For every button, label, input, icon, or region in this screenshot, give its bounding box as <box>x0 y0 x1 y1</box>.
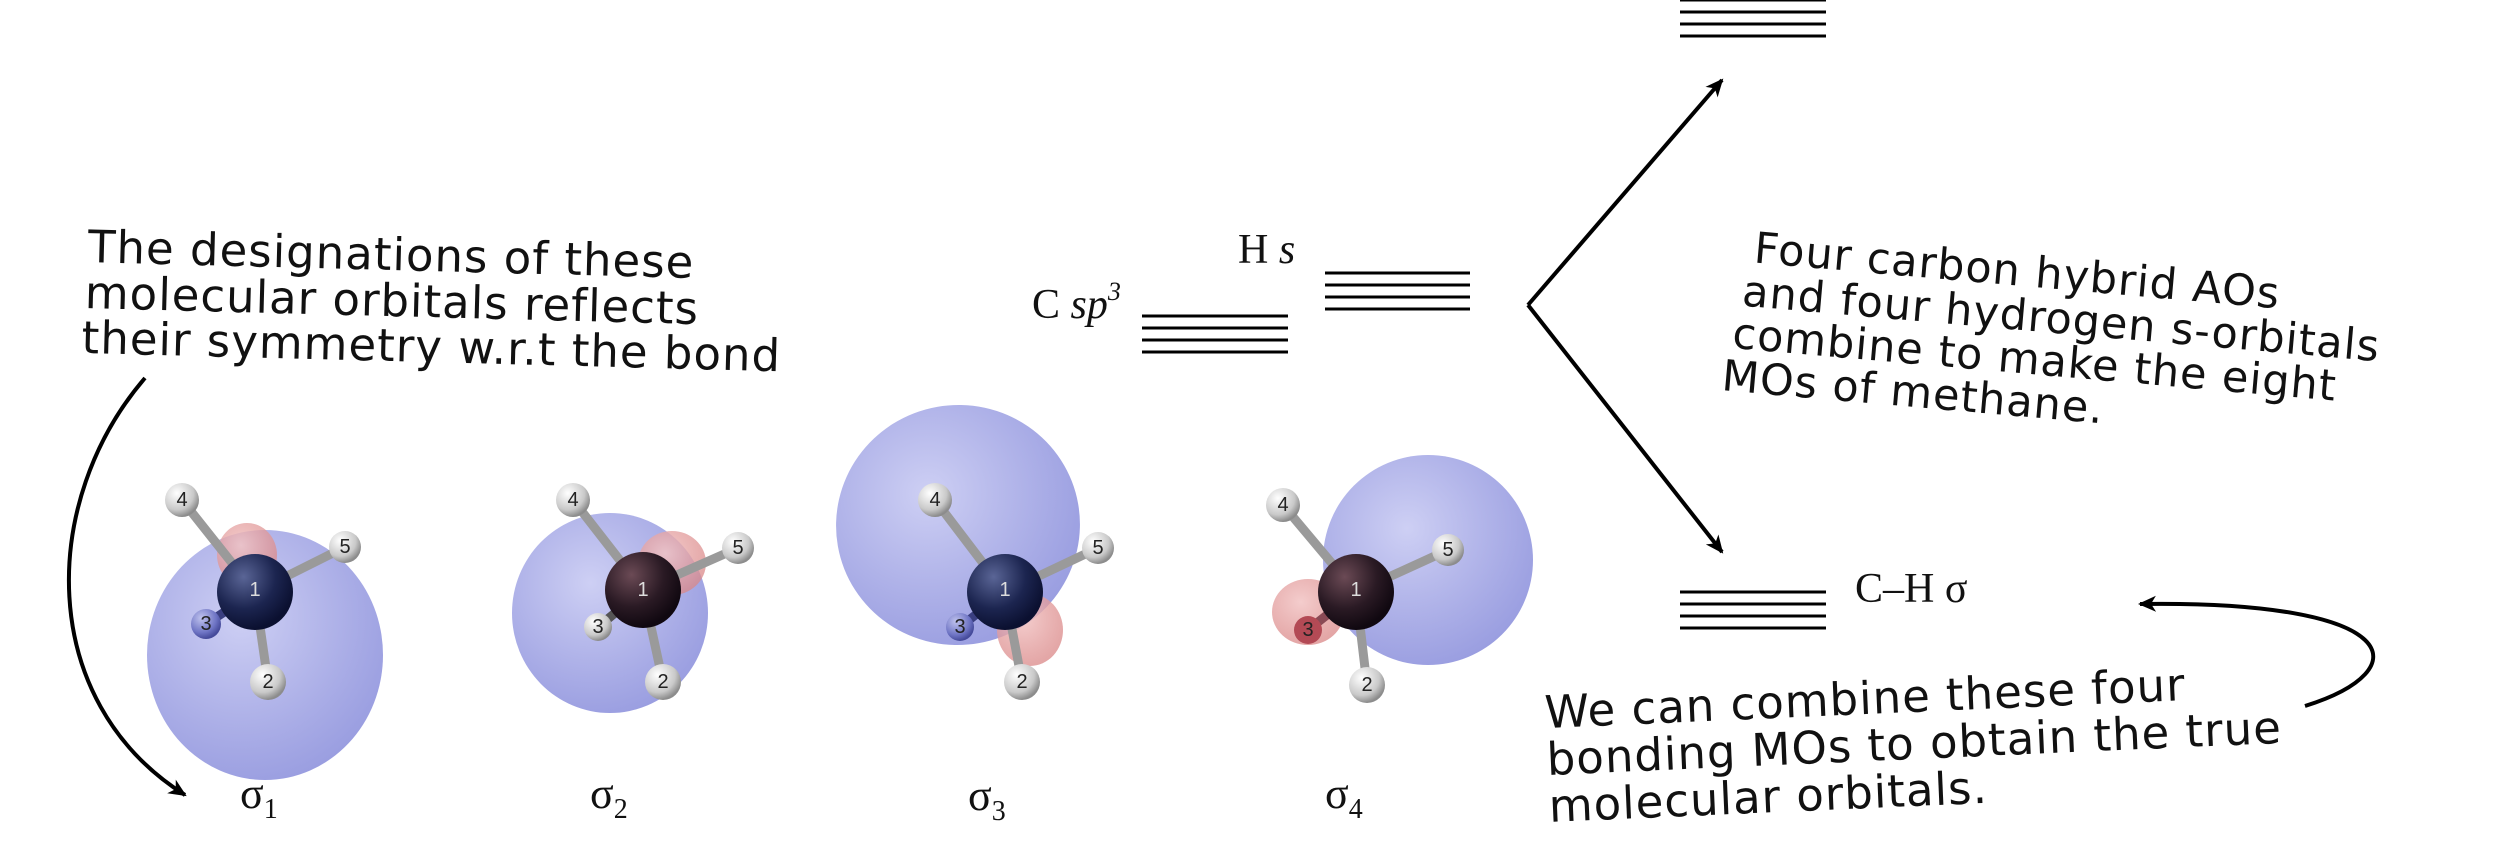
sigma3-c-label: 1 <box>999 579 1010 601</box>
sigma1-h5-label: 5 <box>339 536 350 558</box>
orbital-sigma3: 4 5 3 1 2 <box>836 404 1114 700</box>
sigma4-h2-label: 2 <box>1361 674 1372 696</box>
note-combine-mos: We can combine these four bonding MOs to… <box>1544 658 2283 833</box>
level-antibonding <box>1680 0 1826 38</box>
label-ch-sigma: C–H σ <box>1855 566 1968 612</box>
orbital-sigma1: 4 5 3 1 2 <box>147 483 383 780</box>
sigma1-label: σ1 <box>240 769 278 825</box>
arrow-down-bonding <box>1526 303 1724 554</box>
sigma3-hydrogen-3 <box>946 613 974 641</box>
sigma1-hydrogen-3 <box>191 609 221 639</box>
level-h-s <box>1325 271 1470 311</box>
orbital-sigma4: 4 5 3 1 2 <box>1266 455 1533 703</box>
sigma4-carbon <box>1318 554 1394 630</box>
note-designations: The designations of these molecular orbi… <box>81 220 782 382</box>
label-h-s: H s <box>1238 227 1295 273</box>
sigma2-h3-label: 3 <box>592 616 603 638</box>
sigma1-hydrogen-2 <box>250 664 286 700</box>
sigma2-c-label: 1 <box>637 579 648 601</box>
sigma4-hydrogen-4 <box>1266 488 1300 522</box>
arrow-up-antibonding <box>1526 78 1724 307</box>
sigma1-hydrogen-5 <box>329 531 361 563</box>
sigma3-hydrogen-4 <box>918 483 952 517</box>
sigma4-h3-label: 3 <box>1302 619 1313 641</box>
sigma1-hydrogen-4 <box>165 483 199 517</box>
sigma1-h2-label: 2 <box>262 671 273 693</box>
sigma4-label: σ4 <box>1325 769 1363 825</box>
sigma2-label: σ2 <box>590 769 628 825</box>
sigma3-label: σ3 <box>968 771 1006 827</box>
sigma2-h2-label: 2 <box>657 671 668 693</box>
sigma4-h5-label: 5 <box>1442 539 1453 561</box>
curved-arrow-to-sigma1 <box>66 376 187 797</box>
sigma1-carbon <box>217 554 293 630</box>
sigma4-hydrogen-5 <box>1432 534 1464 566</box>
sigma3-hydrogen-2 <box>1004 664 1040 700</box>
sigma2-h5-label: 5 <box>732 537 743 559</box>
sigma1-h3-label: 3 <box>200 613 211 635</box>
label-c-sp3: C sp3 <box>1032 277 1121 328</box>
sigma1-c-label: 1 <box>249 579 260 601</box>
sigma2-h4-label: 4 <box>567 489 578 511</box>
sigma3-carbon <box>967 554 1043 630</box>
sigma3-h3-label: 3 <box>954 616 965 638</box>
orbital-sigma2: 4 5 3 1 2 <box>512 483 754 713</box>
level-c-sp3 <box>1142 314 1288 354</box>
sigma3-hydrogen-5 <box>1082 532 1114 564</box>
sigma2-hydrogen-3 <box>584 613 612 641</box>
sigma2-carbon <box>605 552 681 628</box>
curved-arrow-to-ch-sigma <box>2138 595 2376 708</box>
sigma3-h2-label: 2 <box>1016 671 1027 693</box>
sigma2-hydrogen-2 <box>645 664 681 700</box>
sigma4-hydrogen-3 <box>1294 616 1322 644</box>
sigma3-h5-label: 5 <box>1092 537 1103 559</box>
sigma1-h4-label: 4 <box>176 489 187 511</box>
level-ch-sigma <box>1680 590 1826 630</box>
note-combine-aos: Four carbon hybrid AOs and four hydrogen… <box>1720 224 2382 435</box>
sigma4-h4-label: 4 <box>1277 494 1288 516</box>
sigma3-h4-label: 4 <box>929 489 940 511</box>
sigma4-c-label: 1 <box>1350 579 1361 601</box>
sigma2-hydrogen-5 <box>722 532 754 564</box>
sigma4-hydrogen-2 <box>1349 667 1385 703</box>
sigma2-hydrogen-4 <box>556 483 590 517</box>
